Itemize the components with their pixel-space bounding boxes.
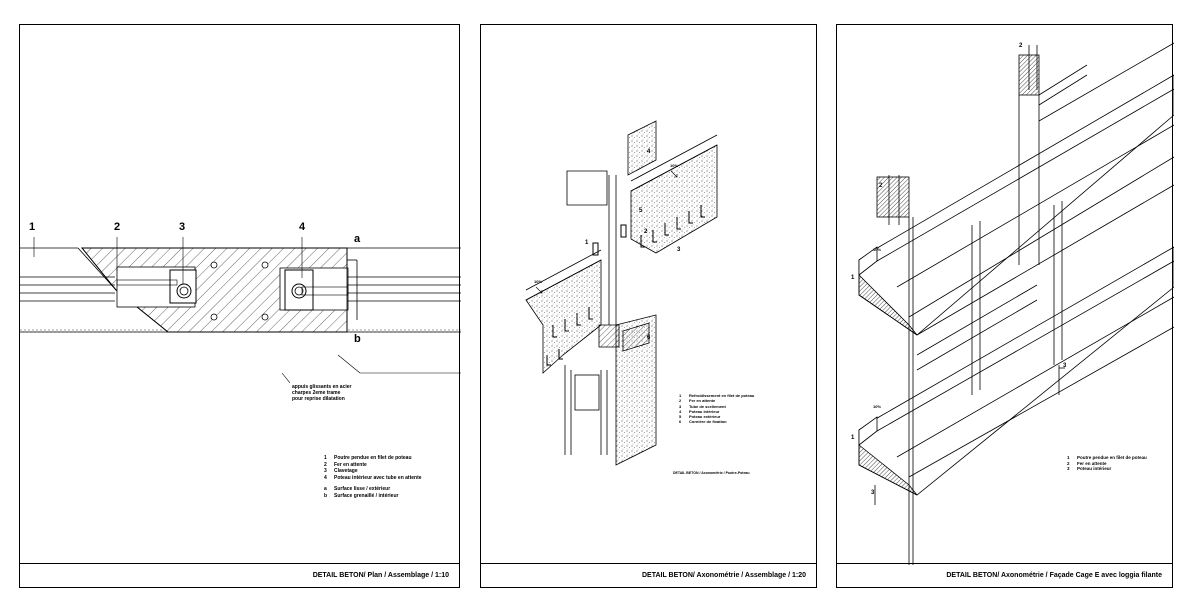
- facade-callout-3b: 3: [871, 490, 875, 496]
- axo-callout-3: 3: [677, 247, 681, 253]
- axo-assembly-drawing: [525, 120, 718, 466]
- title-bold: DETAIL BETON: [946, 572, 998, 579]
- callout-b: b: [354, 333, 361, 345]
- facade-callout-1: 1: [851, 275, 855, 281]
- beam-right: [346, 247, 461, 333]
- facade-slope-2: 10%: [873, 404, 882, 409]
- callout-1: 1: [29, 221, 36, 233]
- title-bold: DETAIL BETON: [312, 572, 364, 579]
- title-bold: DETAIL BETON: [641, 572, 693, 579]
- slope-label-bottom: 10%: [534, 279, 543, 284]
- note-line: appuis glissants en acier: [292, 384, 352, 390]
- facade-slope-1: 10%: [873, 247, 882, 252]
- facade-callout-3: 3: [1063, 363, 1067, 369]
- title-rest: / Axonométrie / Assemblage / 1:20: [692, 572, 806, 579]
- note-line: pour reprise dilatation: [292, 396, 345, 402]
- note-line: charpes 2eme trame: [292, 390, 341, 396]
- facade-callout-1b: 1: [851, 435, 855, 441]
- title-block: DETAIL BETON / Plan / Assemblage / 1:10: [20, 563, 459, 587]
- callout-a: a: [354, 233, 361, 245]
- title-rest: / Plan / Assemblage / 1:10: [363, 572, 449, 579]
- title-rest: / Axonométrie / Façade Cage E avec loggi…: [997, 572, 1162, 579]
- sheet-plan: 1 2 3 4 a b appuis glissants en acier ch…: [19, 24, 461, 588]
- facade-callout-2: 2: [1019, 43, 1023, 49]
- axo-callout-6: 6: [647, 335, 651, 341]
- title-block: DETAIL BETON / Axonométrie / Façade Cage…: [837, 563, 1172, 587]
- axo-facade-drawing: [858, 42, 1174, 565]
- column-hatched: [80, 247, 349, 333]
- axo-callout-1: 1: [585, 240, 589, 246]
- sliding-support-note: appuis glissants en acier charpes 2eme t…: [292, 384, 351, 402]
- axo-callout-2: 2: [644, 229, 648, 235]
- facade-callout-2b: 2: [879, 183, 883, 189]
- title-block: DETAIL BETON / Axonométrie / Assemblage …: [481, 563, 816, 587]
- callout-2: 2: [114, 221, 121, 233]
- axo-callout-5: 5: [639, 208, 643, 214]
- slope-label-top: 10%: [670, 163, 679, 168]
- callout-4: 4: [299, 221, 306, 233]
- axo-callout-4: 4: [647, 149, 651, 155]
- mini-caption: DETAIL BETON / Axonométrie / Poutre-Pote…: [673, 471, 750, 475]
- plan-drawing: [20, 237, 461, 384]
- callout-3: 3: [179, 221, 186, 233]
